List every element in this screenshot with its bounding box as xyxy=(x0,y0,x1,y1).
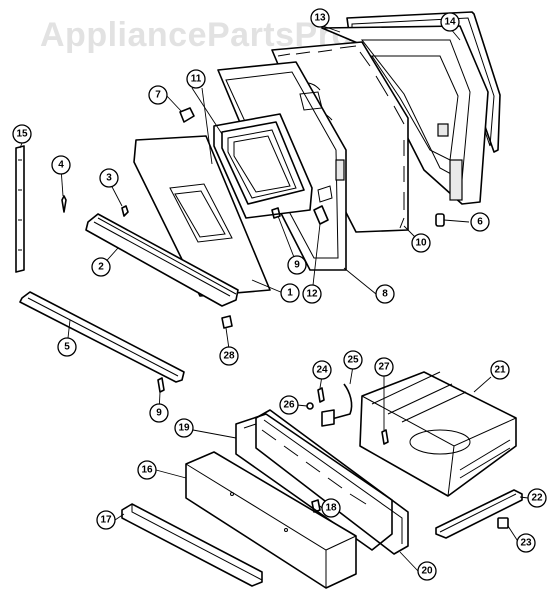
part-callout-14-label: 14 xyxy=(444,17,456,28)
screw-part-24 xyxy=(317,387,325,403)
drawer-slide-part xyxy=(435,489,523,539)
part-callout-2[interactable]: 2 xyxy=(91,257,111,277)
door-handle-trim-part xyxy=(85,213,239,307)
bottom-trim-part xyxy=(19,291,185,383)
drawer-frame-part xyxy=(255,409,409,555)
part-callout-6[interactable]: 6 xyxy=(470,212,490,232)
part-callout-23-label: 23 xyxy=(520,538,532,549)
part-callout-16-label: 16 xyxy=(141,465,153,476)
part-callout-11-label: 11 xyxy=(191,74,202,85)
part-callout-5[interactable]: 5 xyxy=(57,337,77,357)
part-callout-9-lower[interactable]: 9 xyxy=(149,403,169,423)
part-callout-19[interactable]: 19 xyxy=(174,418,194,438)
part-callout-18-label: 18 xyxy=(325,503,337,514)
drawer-rail-bracket-part xyxy=(321,383,353,427)
part-callout-4-label: 4 xyxy=(58,160,64,171)
drawer-body-part xyxy=(359,371,517,497)
part-callout-22-label: 22 xyxy=(531,493,543,504)
part-callout-25-label: 25 xyxy=(347,355,359,366)
part-callout-20[interactable]: 20 xyxy=(417,561,437,581)
part-callout-1[interactable]: 1 xyxy=(280,283,300,303)
part-callout-12-label: 12 xyxy=(306,289,318,300)
part-callout-3-label: 3 xyxy=(106,173,112,184)
part-callout-14[interactable]: 14 xyxy=(440,12,460,32)
part-callout-15[interactable]: 15 xyxy=(12,124,32,144)
part-callout-12[interactable]: 12 xyxy=(302,284,322,304)
part-callout-16[interactable]: 16 xyxy=(137,460,157,480)
part-callout-27-label: 27 xyxy=(378,362,390,373)
part-callout-15-label: 15 xyxy=(16,129,28,140)
side-trim-strip-part xyxy=(15,145,25,273)
part-callout-25[interactable]: 25 xyxy=(343,350,363,370)
part-callout-8-label: 8 xyxy=(382,289,388,300)
part-callout-13[interactable]: 13 xyxy=(310,8,330,28)
part-callout-26[interactable]: 26 xyxy=(279,395,299,415)
screw-part-4 xyxy=(61,195,67,213)
part-callout-19-label: 19 xyxy=(178,423,190,434)
part-callout-27[interactable]: 27 xyxy=(374,357,394,377)
part-callout-10[interactable]: 10 xyxy=(411,233,431,253)
part-callout-7[interactable]: 7 xyxy=(148,85,168,105)
drawer-handle-strip-part xyxy=(121,503,263,587)
part-callout-17-label: 17 xyxy=(100,515,112,526)
clip-part-28 xyxy=(221,315,233,329)
nut-part-26 xyxy=(306,402,314,410)
part-callout-7-label: 7 xyxy=(155,90,161,101)
part-callout-4[interactable]: 4 xyxy=(51,155,71,175)
part-callout-28-label: 28 xyxy=(223,351,235,362)
window-assembly-part xyxy=(213,113,313,219)
part-callout-18[interactable]: 18 xyxy=(321,498,341,518)
part-callout-24-label: 24 xyxy=(316,365,328,376)
part-callout-5-label: 5 xyxy=(64,342,70,353)
drawer-insulation-part xyxy=(235,413,393,551)
screw-part-9-lower xyxy=(157,377,165,393)
bumper-part-6 xyxy=(435,213,445,227)
part-callout-10-label: 10 xyxy=(415,238,427,249)
part-callout-23[interactable]: 23 xyxy=(516,533,536,553)
part-callout-9-upper-label: 9 xyxy=(294,260,300,271)
screw-part-18 xyxy=(311,499,321,513)
part-callout-20-label: 20 xyxy=(421,566,433,577)
part-callout-26-label: 26 xyxy=(283,400,295,411)
part-callout-22[interactable]: 22 xyxy=(527,488,547,508)
part-callout-21-label: 21 xyxy=(494,365,506,376)
screw-part-3 xyxy=(121,205,129,217)
part-callout-3[interactable]: 3 xyxy=(99,168,119,188)
part-callout-13-label: 13 xyxy=(314,13,326,24)
part-callout-28[interactable]: 28 xyxy=(219,346,239,366)
screw-part-9-upper xyxy=(271,207,281,219)
part-callout-6-label: 6 xyxy=(477,217,483,228)
screw-part-27 xyxy=(381,429,389,445)
clip-part-23 xyxy=(497,517,509,529)
part-callout-8[interactable]: 8 xyxy=(375,284,395,304)
part-callout-9-upper[interactable]: 9 xyxy=(287,255,307,275)
part-callout-24[interactable]: 24 xyxy=(312,360,332,380)
clip-part-7 xyxy=(179,107,195,123)
bracket-part-12 xyxy=(313,205,329,225)
part-callout-9-lower-label: 9 xyxy=(156,408,162,419)
drawer-front-panel-part xyxy=(185,451,357,589)
part-callout-21[interactable]: 21 xyxy=(490,360,510,380)
part-callout-11[interactable]: 11 xyxy=(186,69,206,89)
part-callout-17[interactable]: 17 xyxy=(96,510,116,530)
part-callout-1-label: 1 xyxy=(287,288,293,299)
part-callout-2-label: 2 xyxy=(98,262,104,273)
